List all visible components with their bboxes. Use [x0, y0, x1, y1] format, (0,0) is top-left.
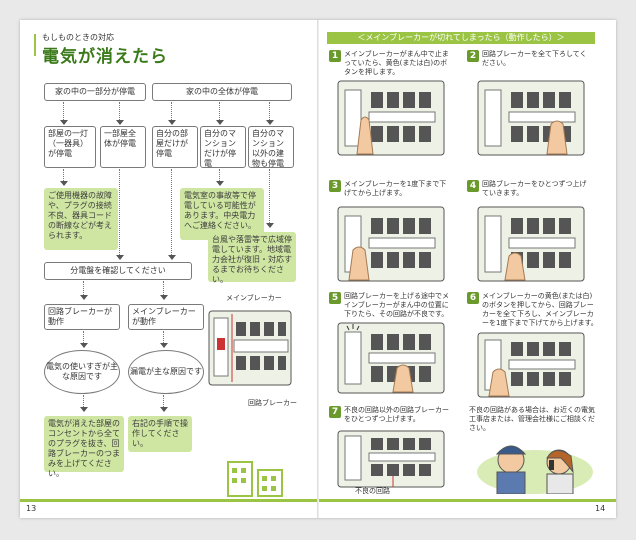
step-text: 回路ブレーカーを上げる途中でメインブレーカーがまん中の位置に下りたら、その回路が…	[344, 292, 449, 318]
step-text: 回路ブレーカーをひとつずつ上げていきます。	[482, 180, 587, 197]
step-text: メインブレーカーがまん中で止まっていたら、黄色(または白)のボタンを押します。	[344, 50, 449, 76]
right-page: ＜メインブレーカーが切れてしまったら（動作したら）＞ 1 メインブレーカーがまん…	[319, 20, 616, 518]
step-number: 3	[329, 180, 341, 192]
note-follow-steps: 右記の手順で操作してください。	[128, 416, 192, 452]
case-my-room: 自分の部屋だけが停電	[152, 126, 198, 168]
note-electrical-room: 電気室の事故等で停電している可能性があります。中央電力へご連絡ください。	[180, 188, 264, 240]
document-spread: もしものときの対応 電気が消えたら 家の中の一部分が停電 家の中の全体が停電 部…	[20, 20, 616, 518]
note-wide-area-outage: 台風や落雷等で広域停電しています。地域電力会社が復旧・対応するまでお待ちください…	[208, 232, 296, 284]
circuit-breaker-tripped: 回路ブレーカーが動作	[44, 304, 120, 330]
arrow	[80, 395, 88, 412]
main-breaker-tripped: メインブレーカーが動作	[128, 304, 204, 330]
footer-rule	[20, 499, 317, 502]
breaker-step-5-illustration	[337, 322, 445, 394]
arrow	[266, 102, 274, 125]
arrow	[60, 169, 68, 186]
arrow	[160, 331, 168, 348]
distribution-board-illustration	[208, 310, 292, 386]
step-text: メインブレーカーの黄色(または白)のボタンを押してから、回路ブレーカーを全て下ろ…	[482, 292, 598, 327]
contact-note: 不良の回路がある場合は、お近くの電気工事店または、管理会社様にご相談ください。	[469, 406, 595, 432]
building-icon	[227, 461, 283, 497]
check-panel-box: 分電盤を確認してください	[44, 262, 192, 280]
label-main-breaker: メインブレーカー	[226, 294, 282, 302]
page-number-right: 14	[595, 504, 606, 513]
label-bad-circuit: 不良の回路	[355, 487, 390, 495]
step-5: 5 回路ブレーカーを上げる途中でメインブレーカーがまん中の位置に下りたら、その回…	[329, 292, 453, 324]
arrow	[60, 102, 68, 125]
arrow	[216, 169, 224, 186]
footer-rule	[319, 499, 616, 502]
cause-leakage-text: 漏電が主な原因です	[130, 367, 202, 376]
breaker-step-4-illustration	[477, 206, 585, 282]
breaker-step-1-illustration	[337, 80, 445, 156]
step-number: 7	[329, 406, 341, 418]
arrow	[160, 395, 168, 412]
step-number: 4	[467, 180, 479, 192]
note-unplug-and-reset: 電気が消えた部屋のコンセントから全てのプラグを抜き、回路ブレーカーのつまみを上げ…	[44, 416, 124, 478]
page-number-left: 13	[26, 504, 37, 513]
step-number: 1	[329, 50, 341, 62]
whole-outage-box: 家の中の全体が停電	[152, 83, 292, 101]
step-3: 3 メインブレーカーを1度下まで下げてから上げます。	[329, 180, 453, 208]
page-gutter	[317, 20, 319, 518]
breaker-step-7-illustration	[337, 430, 445, 488]
arrow	[80, 331, 88, 348]
left-page: もしものときの対応 電気が消えたら 家の中の一部分が停電 家の中の全体が停電 部…	[20, 20, 317, 518]
step-text: メインブレーカーを1度下まで下げてから上げます。	[344, 180, 447, 197]
case-other-buildings: 自分のマンション以外の建物も停電	[248, 126, 294, 168]
step-text: 回路ブレーカーを全て下ろしてください。	[482, 50, 587, 67]
arrow	[80, 281, 88, 300]
step-1: 1 メインブレーカーがまん中で止まっていたら、黄色(または白)のボタンを押します…	[329, 50, 453, 80]
breaker-step-6-illustration	[477, 332, 585, 398]
step-7: 7 不良の回路以外の回路ブレーカーをひとつずつ上げます。	[329, 406, 453, 434]
breaker-step-2-illustration	[477, 80, 585, 156]
case-single-fixture: 部屋の一灯（一器具）が停電	[44, 126, 96, 168]
step-number: 2	[467, 50, 479, 62]
label-circuit-breaker: 回路ブレーカー	[248, 399, 297, 407]
cause-overuse-text: 電気の使いすぎが主な原因です	[46, 362, 118, 381]
step-number: 6	[467, 292, 479, 304]
arrow	[168, 169, 176, 260]
arrow	[116, 169, 124, 260]
partial-outage-box: 家の中の一部分が停電	[44, 83, 146, 101]
arrow	[216, 102, 224, 125]
page-title: 電気が消えたら	[42, 47, 168, 67]
arrow	[168, 102, 176, 125]
page-subtitle: もしものときの対応	[42, 33, 114, 42]
cause-overuse: 電気の使いすぎが主な原因です	[44, 350, 120, 394]
arrow	[160, 281, 168, 300]
title-marker	[34, 34, 36, 56]
breaker-step-3-illustration	[337, 206, 445, 282]
step-4: 4 回路ブレーカーをひとつずつ上げていきます。	[467, 180, 591, 208]
arrow	[116, 102, 124, 125]
technician-and-resident-illustration	[477, 445, 593, 494]
step-number: 5	[329, 292, 341, 304]
cause-leakage: 漏電が主な原因です	[128, 350, 204, 394]
arrow	[266, 169, 274, 228]
step-6: 6 メインブレーカーの黄色(または白)のボタンを押してから、回路ブレーカーを全て…	[467, 292, 599, 336]
procedure-header: ＜メインブレーカーが切れてしまったら（動作したら）＞	[327, 32, 595, 44]
step-text: 不良の回路以外の回路ブレーカーをひとつずつ上げます。	[344, 406, 449, 423]
step-2: 2 回路ブレーカーを全て下ろしてください。	[467, 50, 591, 80]
case-my-building: 自分のマンションだけが停電	[200, 126, 246, 168]
case-whole-room: 一部屋全体が停電	[100, 126, 146, 168]
note-device-fault: ご使用機器の故障や、プラグの接続不良、器具コードの断線などが考えられます。	[44, 188, 118, 250]
